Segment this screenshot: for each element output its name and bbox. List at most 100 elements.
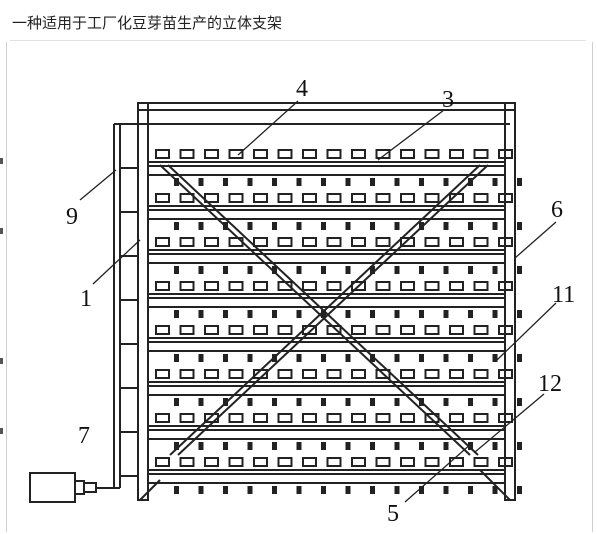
tray-7-11	[400, 413, 415, 423]
tray-3-11	[400, 237, 415, 247]
tray-5-5	[253, 325, 268, 335]
drip-nozzle-8-5	[272, 486, 277, 494]
tray-8-3	[204, 457, 219, 467]
drip-nozzle-3-10	[394, 266, 400, 274]
drip-nozzle-4-14	[492, 310, 498, 318]
tray-3-12	[424, 237, 440, 247]
drip-nozzle-4-3	[223, 310, 228, 318]
tray-2-15	[498, 193, 513, 203]
drip-nozzle-7-14	[492, 442, 498, 450]
drip-nozzle-3-3	[223, 266, 228, 274]
drip-nozzle-6-12	[443, 398, 449, 406]
drip-nozzle-6-14	[492, 398, 498, 406]
drip-nozzle-6-5	[272, 398, 277, 406]
tray-2-9	[351, 193, 366, 203]
drip-nozzle-2-10	[394, 222, 400, 230]
drip-nozzle-2-6	[296, 222, 302, 230]
drip-nozzle-5-8	[345, 354, 351, 362]
drip-nozzle-4-9	[370, 310, 375, 318]
tray-6-13	[449, 369, 464, 379]
drip-nozzle-8-3	[223, 486, 228, 494]
drip-nozzle-7-7	[321, 442, 326, 450]
drip-nozzle-1-4	[247, 178, 253, 186]
drip-nozzle-1-11	[419, 178, 424, 186]
drip-nozzle-4-15	[517, 310, 522, 318]
cross-brace-a	[159, 164, 471, 456]
tray-2-12	[424, 193, 440, 203]
drip-nozzle-3-2	[198, 266, 204, 274]
tray-8-11	[400, 457, 415, 467]
tray-2-14	[473, 193, 489, 203]
drip-nozzle-4-10	[394, 310, 400, 318]
drip-nozzle-6-15	[517, 398, 522, 406]
drip-nozzle-1-6	[296, 178, 302, 186]
tray-7-6	[277, 413, 293, 423]
callout-leaders	[79, 100, 557, 503]
tray-7-2	[179, 413, 195, 423]
tray-2-4	[228, 193, 244, 203]
drip-nozzle-8-6	[296, 486, 302, 494]
callout-6: 6	[551, 197, 563, 223]
callout-9: 9	[66, 204, 78, 230]
drip-nozzle-8-4	[247, 486, 253, 494]
tray-6-10	[375, 369, 391, 379]
callout-11: 11	[552, 282, 575, 308]
drip-nozzle-1-3	[223, 178, 228, 186]
tray-7-9	[351, 413, 366, 423]
callout-3: 3	[442, 87, 454, 113]
tray-8-15	[498, 457, 513, 467]
tray-1-4	[228, 149, 244, 159]
drip-nozzle-6-6	[296, 398, 302, 406]
drip-nozzle-1-8	[345, 178, 351, 186]
tray-1-13	[449, 149, 464, 159]
drip-nozzle-4-5	[272, 310, 277, 318]
drip-nozzle-8-7	[321, 486, 326, 494]
leader-9	[79, 169, 117, 201]
cross-brace-b2	[177, 164, 489, 456]
tray-1-8	[326, 149, 342, 159]
drip-nozzle-1-2	[198, 178, 204, 186]
tray-3-13	[449, 237, 464, 247]
tray-4-4	[228, 281, 244, 291]
tray-8-4	[228, 457, 244, 467]
tray-1-5	[253, 149, 268, 159]
frame-tick-left-4	[0, 428, 3, 434]
tray-1-11	[400, 149, 415, 159]
drip-nozzle-3-8	[345, 266, 351, 274]
tray-1-3	[204, 149, 219, 159]
tray-2-8	[326, 193, 342, 203]
drip-nozzle-2-13	[468, 222, 473, 230]
tray-7-1	[155, 413, 170, 423]
tray-6-9	[351, 369, 366, 379]
tray-4-12	[424, 281, 440, 291]
tray-1-7	[302, 149, 317, 159]
tray-2-10	[375, 193, 391, 203]
callout-12: 12	[538, 371, 562, 397]
tray-7-8	[326, 413, 342, 423]
tray-4-10	[375, 281, 391, 291]
tray-6-3	[204, 369, 219, 379]
tray-1-9	[351, 149, 366, 159]
tray-7-10	[375, 413, 391, 423]
tray-8-13	[449, 457, 464, 467]
tray-3-3	[204, 237, 219, 247]
drip-nozzle-3-13	[468, 266, 473, 274]
tray-5-15	[498, 325, 513, 335]
drip-nozzle-8-10	[394, 486, 400, 494]
drip-nozzle-6-4	[247, 398, 253, 406]
tray-2-1	[155, 193, 170, 203]
tray-6-14	[473, 369, 489, 379]
tray-5-8	[326, 325, 342, 335]
tray-4-1	[155, 281, 170, 291]
drip-nozzle-8-9	[370, 486, 375, 494]
drip-nozzle-1-7	[321, 178, 326, 186]
drip-nozzle-8-1	[174, 486, 179, 494]
leader-6	[514, 221, 557, 259]
drip-nozzle-3-4	[247, 266, 253, 274]
tray-2-7	[302, 193, 317, 203]
drip-nozzle-5-7	[321, 354, 326, 362]
tray-1-15	[498, 149, 513, 159]
tray-6-11	[400, 369, 415, 379]
leader-12	[474, 393, 545, 453]
